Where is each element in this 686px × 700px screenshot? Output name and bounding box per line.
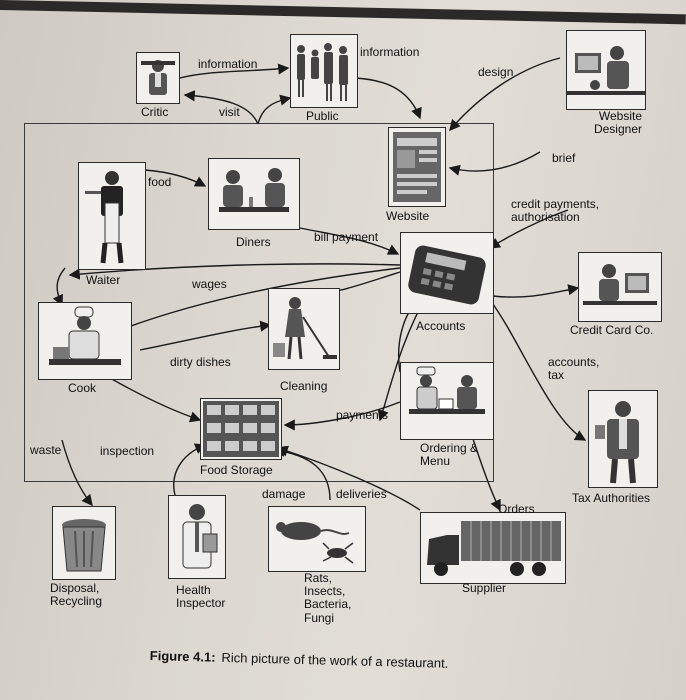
information-critic-label: information: [198, 57, 258, 71]
pests-label: Rats, Insects, Bacteria, Fungi: [304, 571, 352, 625]
health-inspector-picture: [168, 495, 226, 579]
arrow-accounts-cc: [492, 284, 580, 298]
ordering-menu-label: Ordering & Menu: [420, 441, 479, 469]
damage-label: damage: [262, 487, 306, 501]
waiter-figure-icon: [85, 171, 124, 264]
arrow-accounts-tax: [489, 299, 587, 441]
arrow-public-information: [354, 77, 422, 120]
arrow-critic-information: [179, 63, 290, 79]
website-designer-picture: [566, 30, 646, 110]
tax-official-icon: [595, 401, 639, 484]
payments-label: payments: [336, 408, 389, 422]
trash-bin-icon: [62, 519, 106, 572]
ordering-at-table-icon: [409, 366, 485, 414]
critic-label: Critic: [141, 105, 169, 119]
arrow-brief: [448, 151, 541, 176]
disposal-picture: [52, 506, 116, 580]
visit-label: visit: [219, 105, 240, 119]
dirty-dishes-label: dirty dishes: [170, 355, 231, 369]
pests-picture: [268, 506, 366, 572]
arrow-visit-critic: [183, 90, 259, 125]
arrow-design: [449, 57, 561, 132]
brief-label: brief: [552, 151, 576, 165]
figure-number: Figure 4.1:: [149, 648, 216, 665]
supplier-picture: [420, 512, 566, 584]
cook-label: Cook: [68, 381, 97, 395]
website-picture: [388, 127, 446, 207]
arrow-waiter-cook: [52, 267, 66, 307]
web-page-icon: [393, 132, 441, 202]
diners-picture: [208, 158, 300, 230]
inspector-figure-icon: [182, 504, 218, 569]
ordering-picture: [400, 362, 494, 440]
cook-picture: [38, 302, 132, 380]
diners-label: Diners: [236, 235, 271, 249]
wages-label: wages: [192, 277, 227, 291]
food-label: food: [148, 175, 172, 189]
waiter-label: Waiter: [86, 273, 121, 287]
arrow-wages-waiter: [68, 263, 401, 280]
diners-at-table-icon: [219, 168, 289, 212]
credit-payments-label: credit payments, authorisation: [511, 197, 600, 225]
critic-figure-icon: [141, 60, 175, 95]
supplier-label: Supplier: [462, 581, 507, 595]
orders-label: Orders: [498, 502, 535, 516]
tax-authorities-picture: [588, 390, 658, 488]
accounts-label: Accounts: [416, 319, 466, 333]
health-inspector-label: Health Inspector: [176, 583, 226, 611]
cook-figure-icon: [49, 306, 121, 365]
waste-label: waste: [30, 443, 62, 457]
bill-payment-label: bill payment: [314, 230, 379, 244]
arrow-deliveries: [276, 445, 421, 511]
deliveries-label: deliveries: [336, 487, 387, 501]
website-designer-label: Website Designer: [593, 109, 642, 137]
arrow-bill-payment: [299, 227, 400, 255]
cleaning-picture: [268, 288, 340, 370]
arrow-credit: [488, 209, 569, 249]
card-terminal-icon: [408, 245, 486, 305]
design-label: design: [478, 65, 514, 79]
accounts-tax-label: accounts, tax: [548, 355, 600, 383]
accounts-picture: [400, 232, 494, 314]
credit-card-co-label: Credit Card Co.: [570, 323, 654, 337]
arrow-wages-cook: [118, 267, 401, 332]
critic-picture: [136, 52, 180, 104]
arrow-cook-storage: [109, 377, 202, 423]
rat-and-insect-icon: [276, 522, 354, 564]
arrow-ordering-storage: [283, 401, 401, 431]
arrow-waste: [61, 439, 93, 507]
arrow-visit-public: [257, 94, 292, 125]
arrow-inspection: [173, 443, 207, 496]
delivery-truck-icon: [427, 521, 561, 576]
waiter-picture: [78, 162, 146, 270]
credit-card-co-picture: [578, 252, 662, 322]
food-storage-picture: [200, 398, 282, 460]
clerk-at-desk-icon: [583, 264, 657, 305]
arrow-food: [144, 169, 207, 187]
public-picture: [290, 34, 358, 108]
designer-at-computer-icon: [567, 46, 645, 95]
disposal-label: Disposal, Recycling: [50, 581, 103, 609]
information-public-label: information: [360, 45, 420, 59]
storage-shelves-icon: [203, 401, 279, 457]
food-storage-label: Food Storage: [200, 463, 273, 477]
website-label: Website: [386, 209, 430, 223]
tax-authorities-label: Tax Authorities: [572, 491, 651, 505]
public-people-icon: [297, 43, 348, 101]
cleaner-mopping-icon: [273, 297, 337, 360]
arrow-dirty-dishes: [139, 320, 272, 351]
inspection-label: inspection: [100, 444, 155, 458]
public-label: Public: [306, 109, 339, 123]
cleaning-label: Cleaning: [280, 379, 328, 393]
